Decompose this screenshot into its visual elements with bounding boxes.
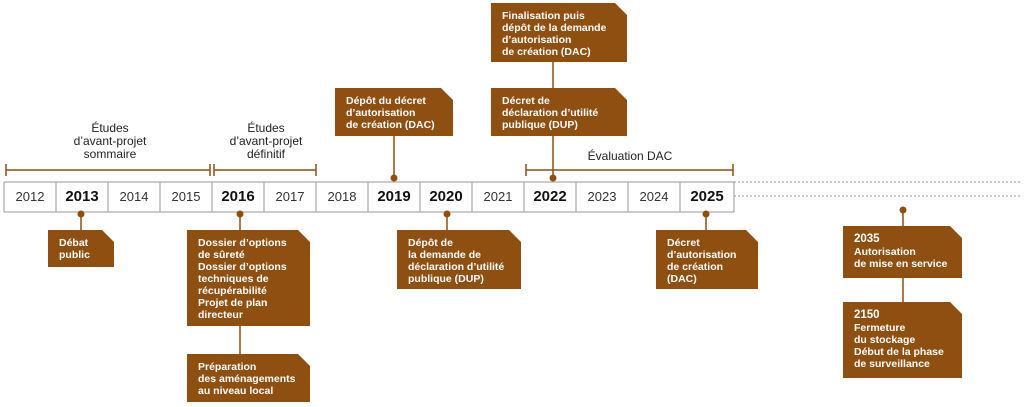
year-2018: 2018 <box>327 189 357 204</box>
event-dossier-options: Dossier d’options de sûreté Dossier d’op… <box>187 230 310 326</box>
year-2022: 2022 <box>533 188 567 205</box>
year-separators <box>3 182 735 212</box>
phase-brackets <box>5 164 734 176</box>
year-2014: 2014 <box>119 189 149 204</box>
event-finalisation-dac: Finalisation puis dépôt de la demande d’… <box>491 3 627 62</box>
year-2024: 2024 <box>639 189 669 204</box>
event-depot-decret-dac: Dépôt du décret d’autorisation de créati… <box>335 88 453 136</box>
event-depot-dup: Dépôt de la demande de déclaration d’uti… <box>397 230 521 289</box>
event-debat-public: Débat public <box>48 230 114 267</box>
phase-sommaire: Études d’avant-projet sommaire <box>73 121 147 161</box>
year-2015: 2015 <box>171 189 201 204</box>
bracket-definitif <box>213 164 317 176</box>
phase-definitif: Études d’avant-projet définitif <box>229 121 303 161</box>
event-2150-year: 2150 <box>854 309 880 321</box>
dots <box>77 174 907 218</box>
event-decret-dup: Décret de déclaration d’utilité publique… <box>491 88 627 136</box>
year-2021: 2021 <box>483 189 513 204</box>
year-2019: 2019 <box>377 188 411 205</box>
year-2017: 2017 <box>275 189 305 204</box>
event-decret-dac: Décret d’autorisation de création (DAC) <box>656 230 758 289</box>
phase-dac: Évaluation DAC <box>587 149 673 163</box>
year-2013: 2013 <box>65 188 99 205</box>
bracket-sommaire <box>5 164 211 176</box>
event-2035: 2035 Autorisation de mise en service <box>843 226 962 278</box>
year-2020: 2020 <box>429 188 463 205</box>
year-2023: 2023 <box>587 189 617 204</box>
event-preparation: Préparation des aménagements au niveau l… <box>187 354 310 402</box>
event-2035-year: 2035 <box>854 233 880 245</box>
year-2016: 2016 <box>221 188 255 205</box>
year-2012: 2012 <box>15 189 45 204</box>
year-2025: 2025 <box>690 188 724 205</box>
bracket-dac <box>525 164 734 176</box>
event-2150: 2150 Fermeture du stockage Début de la p… <box>843 302 962 378</box>
